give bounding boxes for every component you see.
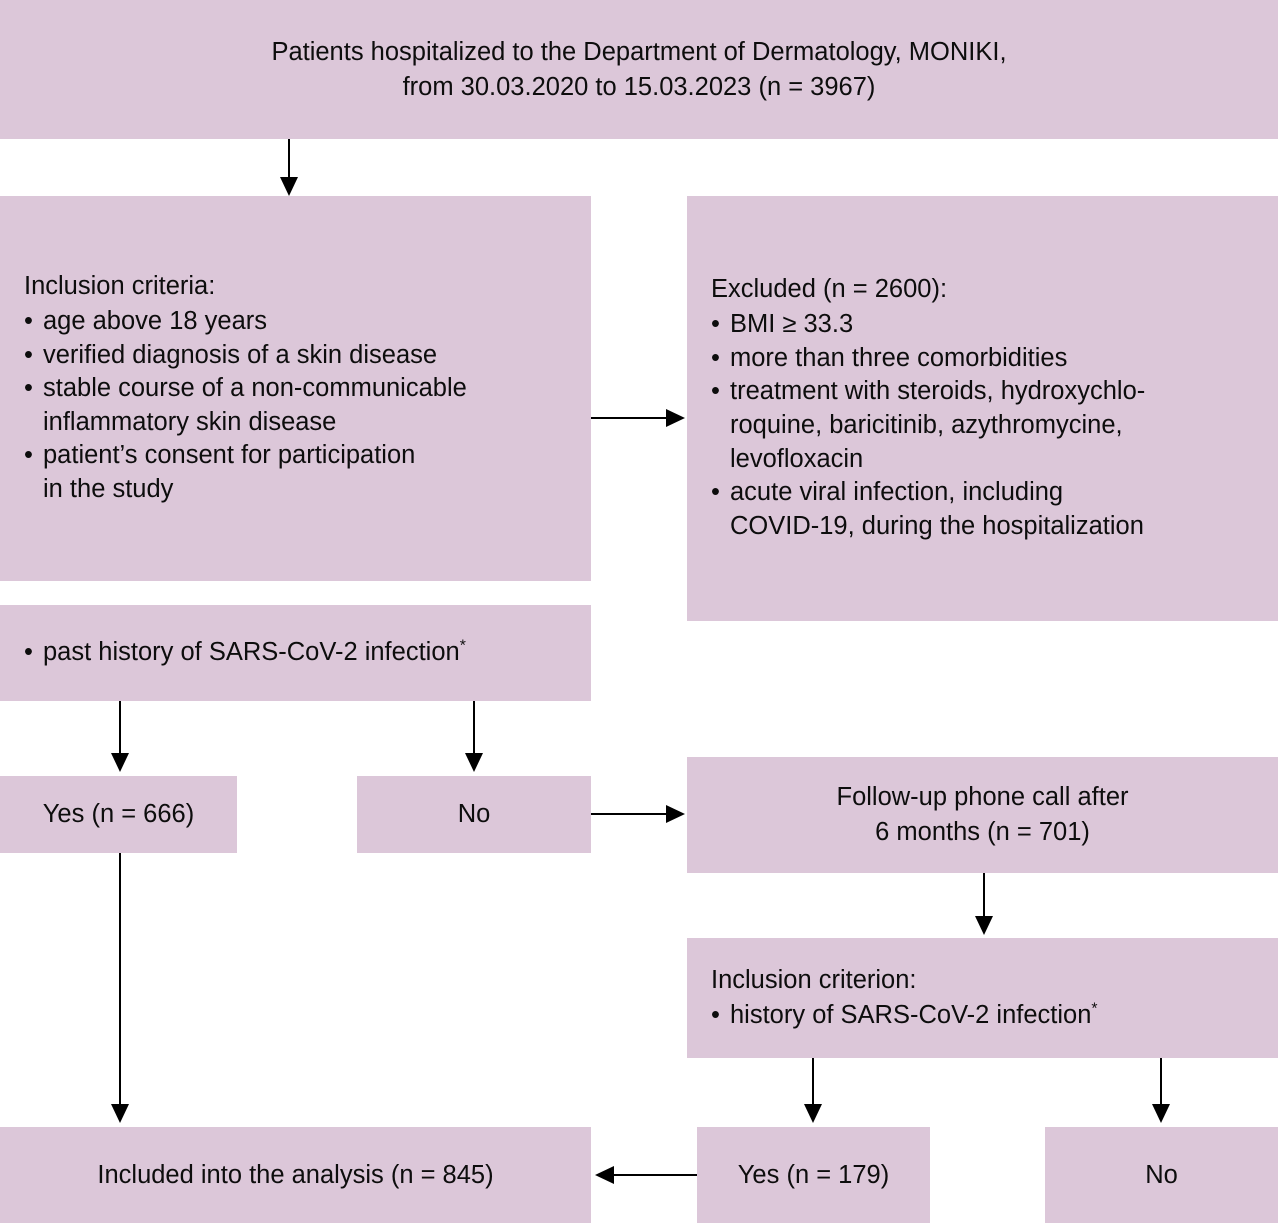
box-included-into-analysis: Included into the analysis (n = 845): [0, 1127, 591, 1223]
connector-past-history-to-no: [473, 701, 475, 757]
past-history-item: • past history of SARS-CoV-2 infection*: [24, 636, 579, 670]
bullet-icon: •: [24, 340, 33, 369]
connector-hospitalized-to-inclusion: [288, 139, 290, 180]
excluded-item: • treatment with steroids, hydroxychlo- …: [711, 377, 1146, 473]
connector-criterion-to-yes179: [812, 1058, 814, 1108]
arrowhead-hospitalized-to-inclusion: [280, 177, 298, 196]
arrowhead-no-to-followup: [666, 805, 685, 823]
inclusion-criteria-item: • stable course of a non-communicable in…: [24, 374, 467, 436]
box-yes-179: Yes (n = 179): [697, 1127, 930, 1223]
box-patients-hospitalized: Patients hospitalized to the Department …: [0, 0, 1278, 139]
inclusion-criteria-heading: Inclusion criteria:: [24, 272, 216, 301]
arrowhead-past-history-to-yes: [111, 753, 129, 772]
bullet-icon: •: [24, 374, 33, 403]
box-past-history-sars: • past history of SARS-CoV-2 infection*: [0, 605, 591, 701]
inclusion-criteria-item: • age above 18 years: [24, 305, 579, 339]
connector-yes179-to-included: [614, 1174, 697, 1176]
excluded-item: • acute viral infection, including COVID…: [711, 478, 1144, 540]
past-history-label: past history of SARS-CoV-2 infection: [43, 638, 460, 667]
arrowhead-yes179-to-included: [595, 1166, 614, 1184]
bullet-icon: •: [711, 478, 720, 507]
box-yes-666: Yes (n = 666): [0, 776, 237, 853]
box-no-right: No: [1045, 1127, 1278, 1223]
yes-179-label: Yes (n = 179): [737, 1160, 890, 1189]
no-right-label: No: [1145, 1160, 1178, 1189]
no-left-label: No: [457, 800, 491, 829]
bullet-icon: •: [24, 441, 33, 470]
arrowhead-criterion-to-no-right: [1152, 1104, 1170, 1123]
arrowhead-past-history-to-no: [465, 753, 483, 772]
hospitalized-line-2: from 30.03.2020 to 15.03.2023 (n = 3967): [402, 72, 876, 101]
bullet-icon: •: [711, 377, 720, 406]
followup-line-1: Follow-up phone call after: [836, 783, 1129, 812]
inclusion-criterion-label: history of SARS-CoV-2 infection: [730, 1000, 1092, 1029]
box-no-left: No: [357, 776, 591, 853]
box-inclusion-criterion: Inclusion criterion: • history of SARS-C…: [687, 938, 1278, 1058]
box-excluded: Excluded (n = 2600): • BMI ≥ 33.3 • more…: [687, 196, 1278, 621]
connector-yes666-to-included: [119, 853, 121, 1108]
bullet-icon: •: [711, 343, 720, 372]
connector-criterion-to-no-right: [1160, 1058, 1162, 1108]
inclusion-criterion-item: • history of SARS-CoV-2 infection*: [711, 999, 1266, 1033]
box-followup-phone-call: Follow-up phone call after 6 months (n =…: [687, 757, 1278, 873]
excluded-item: • BMI ≥ 33.3: [711, 308, 1266, 342]
connector-followup-to-inclusion-criterion: [983, 873, 985, 920]
arrowhead-criterion-to-yes179: [804, 1104, 822, 1123]
excluded-item: • more than three comorbidities: [711, 342, 1266, 376]
connector-inclusion-to-excluded: [591, 417, 668, 419]
arrowhead-inclusion-to-excluded: [666, 409, 685, 427]
excluded-heading: Excluded (n = 2600):: [711, 275, 948, 304]
bullet-icon: •: [24, 306, 33, 335]
hospitalized-line-1: Patients hospitalized to the Department …: [271, 37, 1007, 66]
followup-line-2: 6 months (n = 701): [875, 818, 1090, 846]
included-label: Included into the analysis (n = 845): [97, 1160, 494, 1189]
box-inclusion-criteria: Inclusion criteria: • age above 18 years…: [0, 196, 591, 581]
arrowhead-followup-to-inclusion-criterion: [975, 916, 993, 935]
bullet-icon: •: [711, 1000, 720, 1029]
inclusion-criteria-item: • patient’s consent for participation in…: [24, 441, 416, 504]
footnote-marker: *: [459, 637, 466, 655]
inclusion-criterion-heading: Inclusion criterion:: [711, 965, 917, 994]
bullet-icon: •: [24, 638, 33, 667]
connector-no-to-followup: [591, 813, 668, 815]
inclusion-criteria-item: • verified diagnosis of a skin disease: [24, 339, 579, 373]
bullet-icon: •: [711, 310, 720, 339]
footnote-marker: *: [1091, 1000, 1098, 1017]
connector-past-history-to-yes: [119, 701, 121, 757]
arrowhead-yes666-to-included: [111, 1104, 129, 1123]
yes-666-label: Yes (n = 666): [42, 800, 195, 829]
